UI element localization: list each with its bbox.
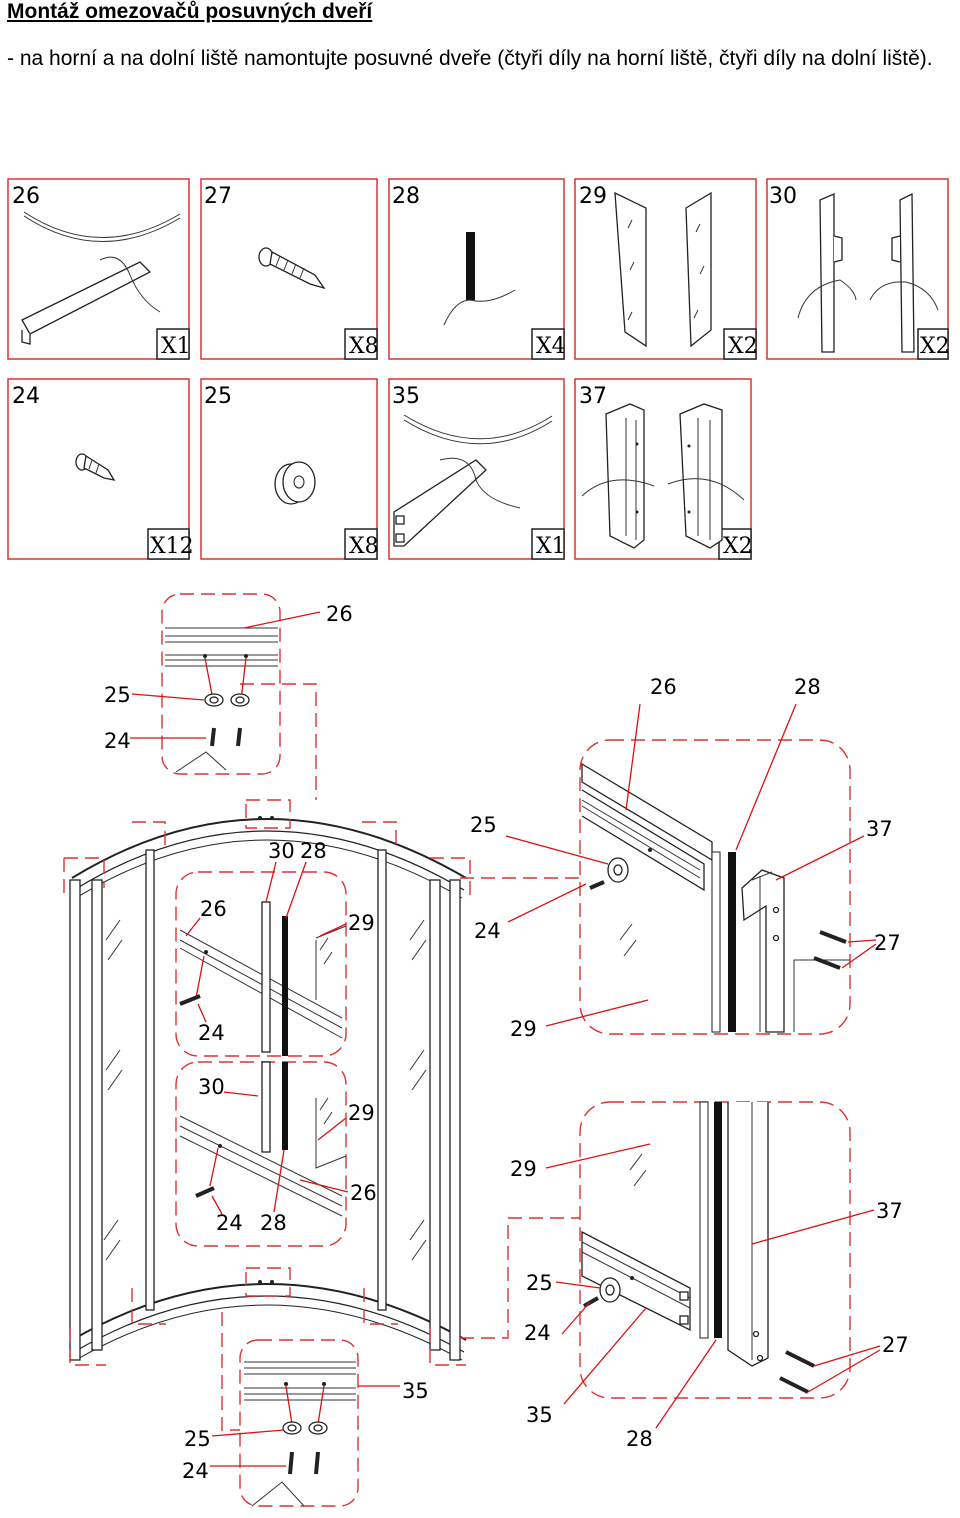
part-number: 28 [392, 184, 420, 209]
callout-25: 25 [470, 813, 497, 837]
long-screw-icon [258, 247, 326, 290]
vertical-profile-icon [797, 192, 939, 353]
callout-27: 27 [874, 931, 901, 955]
page-title: Montáž omezovačů posuvných dveří [7, 0, 373, 23]
callout-29: 29 [348, 911, 375, 935]
part-quantity: X4 [536, 334, 566, 359]
center-lower-detail: 30 29 26 24 28 [175, 1061, 377, 1247]
callout-24: 24 [182, 1459, 209, 1483]
door-profile-icon [581, 403, 745, 549]
curved-rail-profile-icon [21, 211, 181, 345]
callout-27: 27 [882, 1333, 909, 1357]
callout-29: 29 [510, 1017, 537, 1041]
part-quantity: X12 [150, 534, 194, 559]
part-quantity: X2 [920, 334, 950, 359]
callout-28: 28 [794, 675, 821, 699]
part-box-35: 35 X1 [388, 378, 566, 560]
callout-28: 28 [626, 1427, 653, 1451]
part-number: 25 [204, 384, 232, 409]
shower-frame [63, 799, 471, 1366]
top-detail: 26 25 24 [104, 593, 353, 800]
part-quantity: X8 [349, 534, 379, 559]
part-number: 35 [392, 384, 420, 409]
callout-24: 24 [104, 729, 131, 753]
callout-35: 35 [402, 1379, 429, 1403]
part-box-30: 30 X2 [766, 178, 950, 360]
callout-26: 26 [650, 675, 677, 699]
callout-37: 37 [876, 1199, 903, 1223]
part-box-28: 28 X4 [388, 178, 566, 360]
callout-26: 26 [200, 897, 227, 921]
callout-24: 24 [474, 919, 501, 943]
part-box-29: 29 X2 [574, 178, 758, 360]
glass-panel-icon [614, 191, 712, 348]
callout-30: 30 [268, 839, 295, 863]
part-quantity: X2 [728, 334, 758, 359]
callout-30: 30 [198, 1075, 225, 1099]
callout-29: 29 [348, 1101, 375, 1125]
callout-25: 25 [104, 683, 131, 707]
bottom-detail: 35 25 24 [182, 1312, 429, 1507]
part-box-26: 26 X1 [7, 178, 191, 360]
callout-26: 26 [326, 602, 353, 626]
part-number: 37 [579, 384, 607, 409]
callout-37: 37 [866, 817, 893, 841]
part-box-27: 27 X8 [200, 178, 379, 360]
callout-24: 24 [524, 1321, 551, 1345]
callout-24: 24 [198, 1021, 225, 1045]
part-number: 24 [12, 384, 40, 409]
callout-25: 25 [526, 1271, 553, 1295]
part-quantity: X2 [723, 534, 753, 559]
instruction-text: - na horní a na dolní liště namontujte p… [7, 47, 933, 70]
center-upper-detail: 30 28 26 29 24 [175, 839, 375, 1057]
part-quantity: X1 [161, 334, 191, 359]
part-quantity: X8 [349, 334, 379, 359]
callout-26: 26 [350, 1181, 377, 1205]
part-quantity: X1 [536, 534, 566, 559]
part-box-24: 24 X12 [7, 378, 194, 560]
part-box-25: 25 X8 [200, 378, 379, 560]
callout-28: 28 [300, 839, 327, 863]
seal-strip-icon [443, 232, 516, 326]
part-box-37: 37 X2 [574, 378, 753, 560]
part-number: 29 [579, 184, 607, 209]
part-number: 26 [12, 184, 40, 209]
callout-28: 28 [260, 1211, 287, 1235]
part-number: 30 [769, 184, 797, 209]
bottom-rail-profile-icon [393, 414, 553, 547]
part-number: 27 [204, 184, 232, 209]
right-upper-detail: 26 28 25 37 24 27 29 [460, 675, 901, 1041]
right-lower-detail: 29 37 25 24 27 35 28 [460, 1101, 909, 1451]
callout-24: 24 [216, 1211, 243, 1235]
callout-29: 29 [510, 1157, 537, 1181]
short-screw-icon [75, 453, 116, 481]
callout-25: 25 [184, 1427, 211, 1451]
callout-35: 35 [526, 1403, 553, 1427]
washer-stopper-icon [274, 461, 316, 505]
